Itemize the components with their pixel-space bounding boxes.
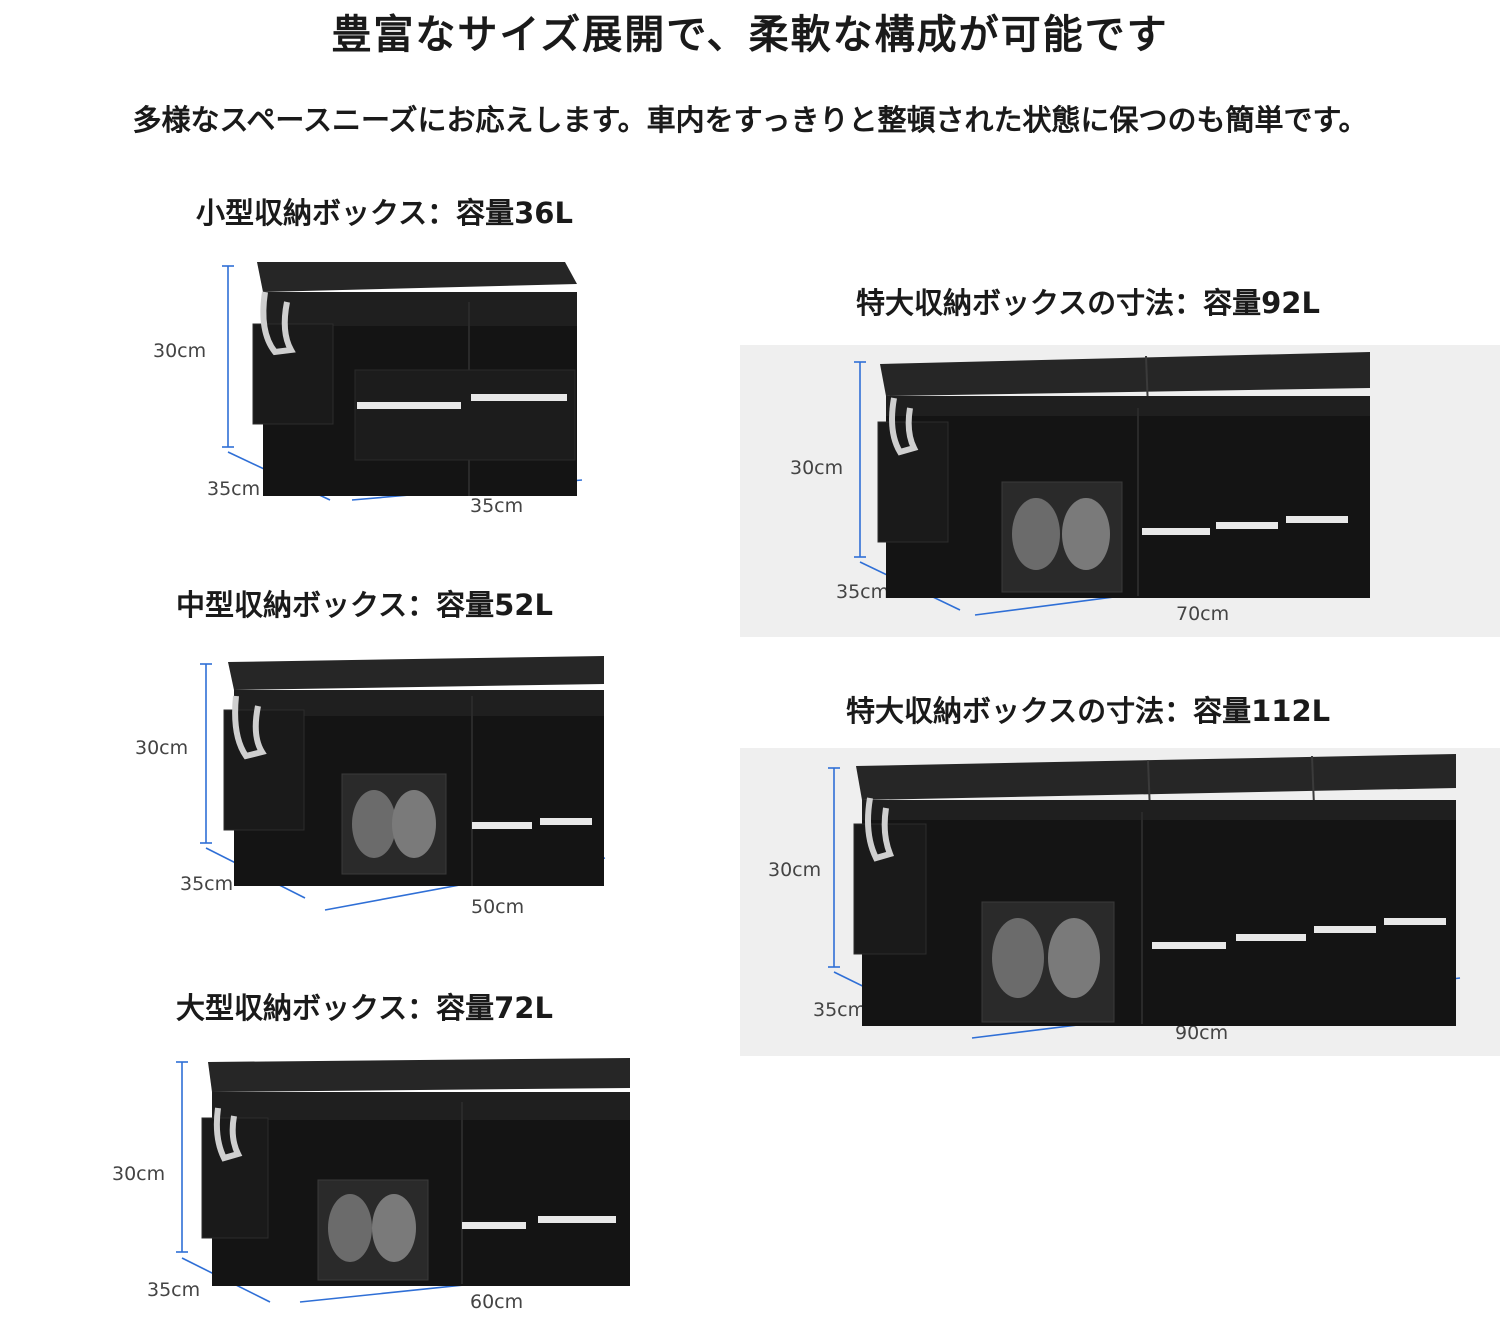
page-subline: 多様なスペースニーズにお応えします。車内をすっきりと整頓された状態に保つのも簡単… — [132, 103, 1368, 137]
large-storage-box-image — [201, 1058, 630, 1286]
xl112-storage-box-image — [853, 754, 1456, 1026]
medium-storage-box-image — [223, 656, 604, 886]
medium-box-height-label: 30cm — [135, 737, 189, 759]
medium-box-title: 中型収納ボックス：容量52L — [176, 588, 553, 622]
page-headline: 豊富なサイズ展開で、柔軟な構成が可能です — [331, 12, 1169, 58]
medium-box-width-label: 50cm — [471, 896, 525, 918]
small-box-title: 小型収納ボックス：容量36L — [196, 196, 573, 230]
xl112-box-title: 特大収納ボックスの寸法：容量112L — [846, 694, 1331, 728]
xl112-box-width-label: 90cm — [1175, 1022, 1229, 1044]
xl92-box-width-label: 70cm — [1176, 603, 1230, 625]
xl92-box-title: 特大収納ボックスの寸法：容量92L — [856, 286, 1320, 320]
small-box-height-label: 30cm — [153, 340, 207, 362]
xl112-box-height-label: 30cm — [768, 859, 822, 881]
large-box-depth-label: 35cm — [147, 1279, 201, 1301]
medium-box-depth-label: 35cm — [180, 873, 234, 895]
large-box-width-label: 60cm — [470, 1291, 524, 1313]
large-box-height-label: 30cm — [112, 1163, 166, 1185]
xl112-box-depth-label: 35cm — [813, 999, 867, 1021]
small-box-depth-label: 35cm — [207, 478, 261, 500]
large-box-title: 大型収納ボックス：容量72L — [176, 991, 553, 1025]
xl92-box-depth-label: 35cm — [836, 581, 890, 603]
small-storage-box-image — [252, 262, 577, 496]
xl92-storage-box-image — [877, 352, 1370, 598]
small-box-width-label: 35cm — [470, 495, 524, 517]
xl92-box-height-label: 30cm — [790, 457, 844, 479]
